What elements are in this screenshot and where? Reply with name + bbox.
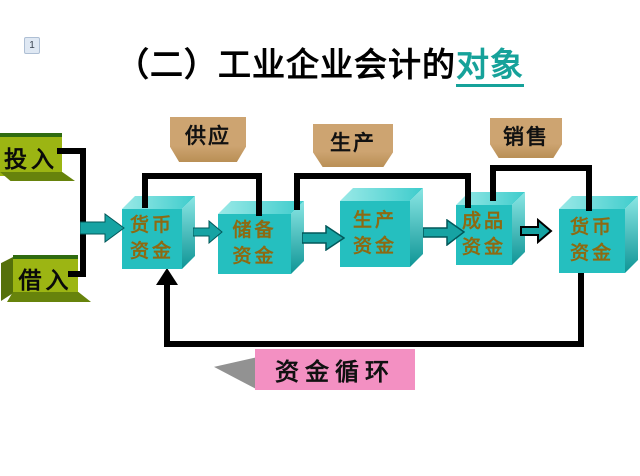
flow-arrow-icon <box>423 219 465 246</box>
cube-side-face <box>410 188 423 267</box>
cube-side-face <box>625 196 638 273</box>
connector-line <box>68 271 86 277</box>
page-number-badge: 1 <box>24 37 40 54</box>
connector-line <box>586 168 592 211</box>
flow-arrow-icon <box>302 225 345 251</box>
cube-side-face <box>512 192 525 265</box>
cube-front-face: 成品 资金 <box>456 205 512 265</box>
connector-line <box>256 176 262 216</box>
cube-front-face: 储备 资金 <box>218 214 291 274</box>
connector-line <box>294 173 471 179</box>
title-prefix: （二）工业企业会计的 <box>116 46 456 83</box>
callout-tail <box>214 357 258 390</box>
process-label-text: 销售 <box>503 125 549 149</box>
source-box-shadow <box>0 172 75 181</box>
fund-cycle-label: 资金循环 <box>275 360 395 386</box>
process-label-text: 生产 <box>330 131 376 155</box>
cube-top-face <box>340 188 423 201</box>
cube-top-face <box>559 196 638 209</box>
connector-line <box>490 165 592 171</box>
fund-box-label: 资金 <box>352 236 397 257</box>
cube-side-face <box>291 201 304 274</box>
fund-box-reserve: 储备 资金 <box>218 201 304 274</box>
connector-line <box>142 176 148 208</box>
fund-box-finished-goods: 成品 资金 <box>456 192 525 265</box>
fund-box-label: 成品 <box>461 211 506 233</box>
page-number: 1 <box>29 40 35 51</box>
connector-line <box>164 341 584 347</box>
source-box-label: 借入 <box>18 267 73 293</box>
process-label-production: 生产 <box>313 124 393 167</box>
cube-side-face <box>182 196 195 269</box>
source-box-face: 投入 <box>0 133 62 176</box>
fund-box-label: 生产 <box>352 210 397 232</box>
connector-line <box>294 176 300 210</box>
fund-box-production: 生产 资金 <box>340 188 423 267</box>
feedback-arrow-icon <box>156 268 178 285</box>
process-label-sales: 销售 <box>490 118 562 158</box>
source-box-face: 借入 <box>13 255 78 296</box>
source-box-input: 投入 <box>0 133 76 183</box>
fund-box-label: 资金 <box>569 243 614 264</box>
fund-box-label: 资金 <box>129 241 174 262</box>
fund-box-label: 储备 <box>232 220 277 242</box>
fund-box-label: 资金 <box>232 246 277 267</box>
source-box-side <box>1 257 13 301</box>
fund-box-label: 货币 <box>129 215 174 237</box>
fund-cycle-callout: 资金循环 <box>255 349 415 390</box>
flow-arrow-icon <box>193 220 223 244</box>
flow-arrow-icon <box>80 213 125 243</box>
connector-line <box>164 284 170 347</box>
source-box-borrow: 借入 <box>1 251 93 305</box>
connector-line <box>490 168 496 201</box>
cube-top-face <box>122 196 195 209</box>
fund-box-label: 货币 <box>569 217 614 239</box>
slide-title: （二）工业企业会计的对象 <box>0 38 640 87</box>
process-label-text: 供应 <box>185 124 231 148</box>
fund-box-label: 资金 <box>461 237 506 258</box>
cube-front-face: 货币 资金 <box>559 209 625 273</box>
source-box-shadow <box>7 292 91 302</box>
flow-arrow-icon <box>520 218 553 244</box>
connector-line <box>57 148 86 154</box>
connector-line <box>578 272 584 347</box>
connector-line <box>142 173 262 179</box>
fund-box-monetary-1: 货币 资金 <box>122 196 195 269</box>
process-label-supply: 供应 <box>170 117 246 162</box>
connector-line <box>80 148 86 277</box>
source-box-label: 投入 <box>4 146 58 172</box>
fund-box-monetary-2: 货币 资金 <box>559 196 638 273</box>
cube-front-face: 货币 资金 <box>122 209 182 269</box>
cube-front-face: 生产 资金 <box>340 201 410 267</box>
title-highlight: 对象 <box>456 46 524 87</box>
connector-line <box>465 176 471 208</box>
